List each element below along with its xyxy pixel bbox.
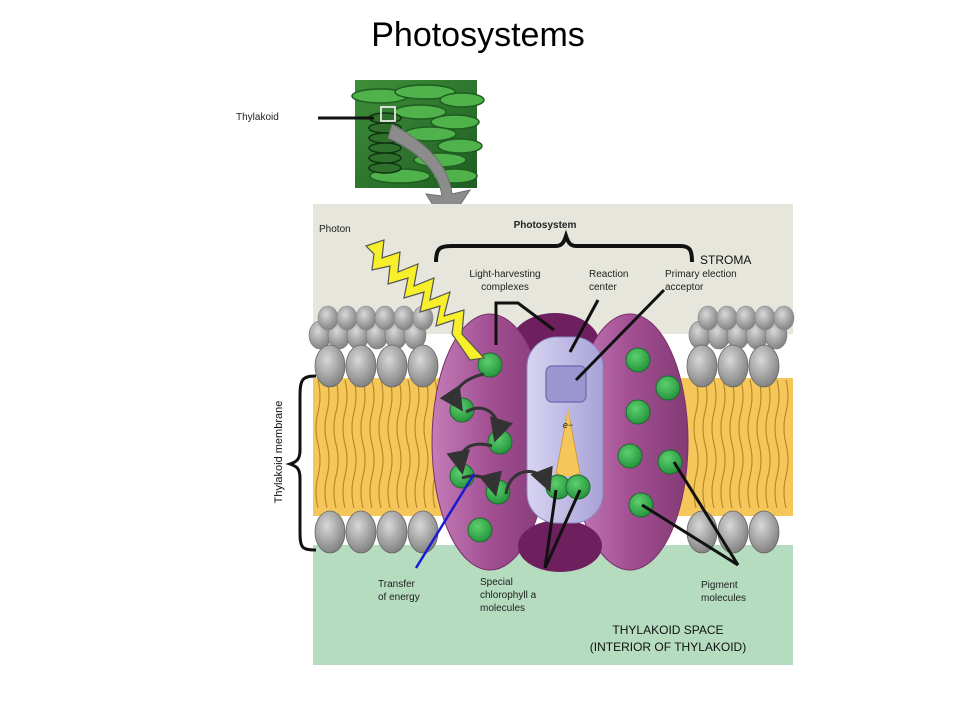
chloroplast-inset xyxy=(351,80,485,188)
lipid-head xyxy=(716,305,738,331)
pigment-molecule xyxy=(628,492,654,518)
lipid-head xyxy=(686,344,718,388)
lipid-tail xyxy=(414,379,420,509)
lipid-heads-top xyxy=(314,344,780,388)
photon-icon xyxy=(364,239,486,361)
lipid-tail xyxy=(774,379,780,509)
top-leader-lines xyxy=(494,288,666,382)
pigment-molecule xyxy=(655,375,681,401)
lipid-head xyxy=(735,305,757,331)
lipid-head xyxy=(686,510,718,554)
primary-electron-acceptor xyxy=(545,365,587,403)
transfer-energy-label-line2: of energy xyxy=(378,592,420,603)
bottom-leader-lines xyxy=(543,461,740,569)
lipid-head xyxy=(376,510,408,554)
pigment-label-line2: molecules xyxy=(701,593,746,604)
lipid-head xyxy=(697,305,719,331)
special-chlorophyll-label-line2: chlorophyll a xyxy=(480,590,537,601)
lipid-tail xyxy=(756,379,762,509)
lipid-tail xyxy=(738,379,744,509)
lipid-head xyxy=(374,305,396,331)
lipid-tail xyxy=(423,379,429,509)
light-harvesting-label-line1: Light-harvesting xyxy=(469,269,540,280)
lipid-tail xyxy=(315,379,321,509)
lipid-tail xyxy=(324,379,330,509)
protein-bottom-dark xyxy=(518,520,602,572)
photosystem-brace xyxy=(434,229,694,263)
lipid-heads-bottom xyxy=(314,510,780,554)
thylakoid-space-label-line1: THYLAKOID SPACE xyxy=(612,623,723,637)
pigment-label-line1: Pigment xyxy=(701,580,738,591)
lipid-head xyxy=(717,510,749,554)
lipid-head xyxy=(345,344,377,388)
lipid-tail xyxy=(387,379,393,509)
lipid-tail xyxy=(351,379,357,509)
lipid-tail xyxy=(702,379,708,509)
lipid-tail xyxy=(333,379,339,509)
special-chlorophyll-label-line1: Special xyxy=(480,577,513,588)
lipid-head xyxy=(355,305,377,331)
primary-acceptor-label-line1: Primary election xyxy=(665,269,737,280)
transfer-energy-line xyxy=(414,473,476,569)
lipid-heads-top-back xyxy=(308,305,795,350)
special-chlorophyll-label-line3: molecules xyxy=(480,603,525,614)
reaction-center-label-line2: center xyxy=(589,282,617,293)
lipid-head xyxy=(336,305,358,331)
photosystem-label: Photosystem xyxy=(514,220,577,231)
lipid-head xyxy=(345,510,377,554)
lipid-tail xyxy=(720,379,726,509)
pigment-molecule xyxy=(625,347,651,373)
energy-transfer-arrows xyxy=(439,372,553,497)
primary-acceptor-label-line2: acceptor xyxy=(665,282,704,293)
thylakoid-label: Thylakoid xyxy=(236,112,279,123)
lipid-tail xyxy=(360,379,366,509)
thylakoid-highlight-box xyxy=(380,106,396,122)
lipid-head xyxy=(407,344,439,388)
lipid-tail xyxy=(405,379,411,509)
light-harvesting-label-line2: complexes xyxy=(481,282,529,293)
membrane-brace xyxy=(285,374,317,552)
transfer-energy-label-line1: Transfer xyxy=(378,579,416,590)
thylakoid-membrane-label: Thylakoid membrane xyxy=(273,401,285,504)
page-title: Photosystems xyxy=(371,16,585,54)
photon-label: Photon xyxy=(319,224,351,235)
lipid-head xyxy=(748,344,780,388)
lipid-tails xyxy=(315,379,789,509)
lipid-tail xyxy=(765,379,771,509)
lipid-head xyxy=(314,510,346,554)
reaction-center-label-line1: Reaction xyxy=(589,269,628,280)
pigment-molecules xyxy=(449,347,683,543)
lipid-tail xyxy=(342,379,348,509)
thylakoid-space-label-line2: (INTERIOR OF THYLAKOID) xyxy=(590,640,746,654)
pigment-molecule xyxy=(477,352,503,378)
lipid-tail xyxy=(378,379,384,509)
lipid-tail xyxy=(396,379,402,509)
pigment-molecule xyxy=(487,429,513,455)
pigment-molecule xyxy=(617,443,643,469)
lipid-head xyxy=(407,510,439,554)
lipid-head xyxy=(773,305,795,331)
lipid-head xyxy=(376,344,408,388)
lipid-tail xyxy=(693,379,699,509)
lipid-head xyxy=(754,305,776,331)
lipid-head xyxy=(314,344,346,388)
pigment-molecule xyxy=(467,517,493,543)
lipid-head xyxy=(393,305,415,331)
lipid-tail xyxy=(711,379,717,509)
stroma-label: STROMA xyxy=(700,253,751,267)
lipid-tail xyxy=(369,379,375,509)
pigment-molecule xyxy=(625,399,651,425)
electron-label: e− xyxy=(563,420,573,430)
lipid-tail xyxy=(747,379,753,509)
lipid-tail xyxy=(729,379,735,509)
lipid-head xyxy=(317,305,339,331)
lipid-head xyxy=(748,510,780,554)
lipid-head xyxy=(717,344,749,388)
lipid-tail xyxy=(783,379,789,509)
